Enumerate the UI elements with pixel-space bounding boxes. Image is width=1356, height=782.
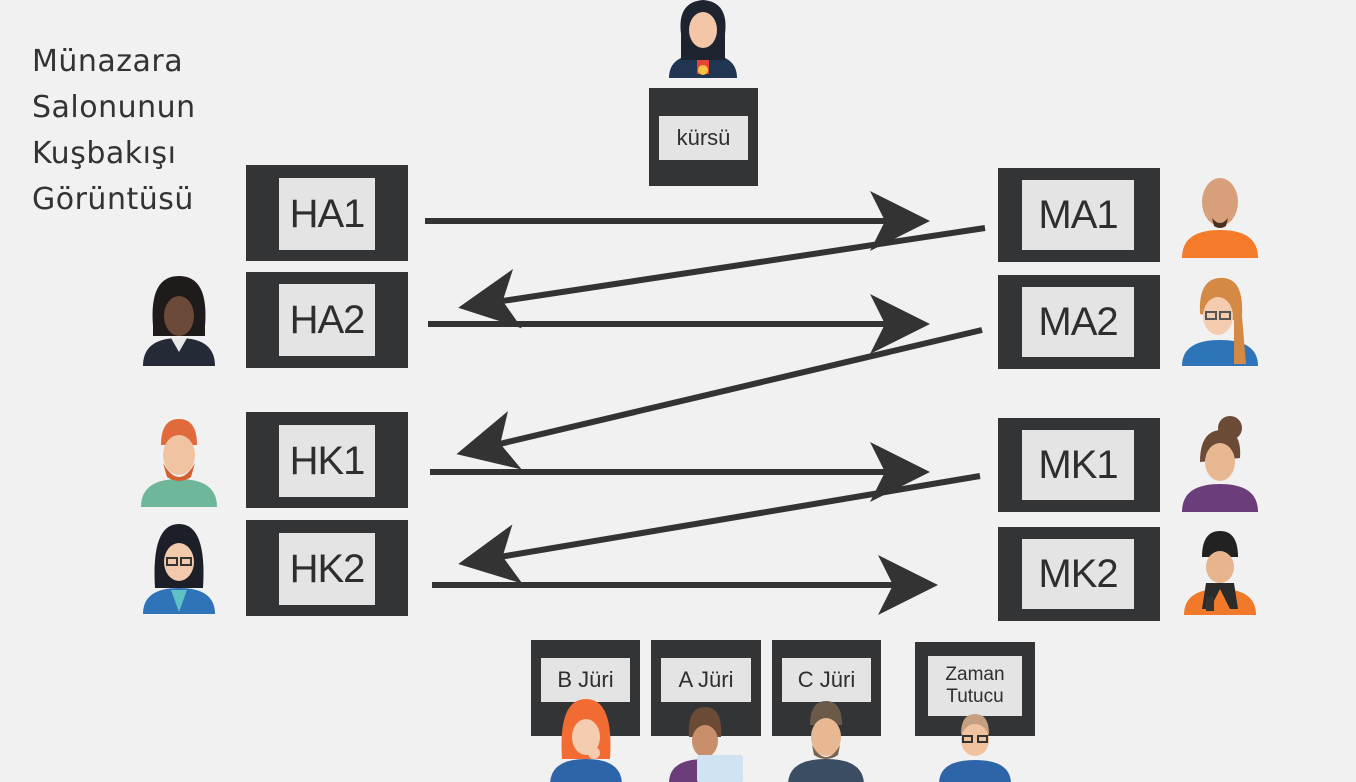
seat-ma2-label: MA2	[1022, 287, 1134, 357]
podium-label: kürsü	[659, 116, 748, 160]
avatar-ma2	[1182, 277, 1258, 366]
jury-c-label: C Jüri	[782, 658, 871, 702]
avatar-jury-b	[550, 699, 622, 782]
seat-hk1-label: HK1	[279, 425, 375, 497]
seat-ha1: HA1	[246, 165, 408, 261]
podium: kürsü	[649, 88, 758, 186]
seat-ha1-label: HA1	[279, 178, 375, 250]
avatar-mk2	[1184, 531, 1256, 615]
title-line-3: Kuşbakışı	[32, 136, 177, 171]
avatar-ha2	[143, 276, 215, 366]
avatar-jury-a	[669, 707, 743, 782]
jury-b-label: B Jüri	[541, 658, 630, 702]
title-line-2: Salonunun	[32, 90, 196, 125]
seat-ha2: HA2	[246, 272, 408, 368]
avatar-speaker	[669, 0, 737, 78]
avatar-timekeeper	[939, 714, 1011, 782]
timekeeper-line-2: Tutucu	[946, 686, 1004, 707]
arrow-mk1-to-hk2	[458, 473, 981, 584]
avatar-hk2	[143, 524, 215, 614]
seat-ha2-label: HA2	[279, 284, 375, 356]
jury-a-label: A Jüri	[661, 658, 751, 702]
avatar-hk1	[141, 419, 217, 507]
seat-mk1-label: MK1	[1022, 430, 1134, 500]
seat-mk2-label: MK2	[1022, 539, 1134, 609]
title-line-1: Münazara	[32, 44, 184, 79]
seat-ma1: MA1	[998, 168, 1160, 262]
avatar-ma1	[1182, 178, 1258, 258]
timekeeper-line-1: Zaman	[945, 664, 1005, 685]
seat-mk1: MK1	[998, 418, 1160, 512]
avatar-jury-c	[788, 701, 864, 782]
avatar-mk1	[1182, 416, 1258, 512]
seat-hk1: HK1	[246, 412, 408, 508]
seat-hk2-label: HK2	[279, 533, 375, 605]
desk-jury-b: B Jüri	[531, 640, 640, 736]
seat-ma1-label: MA1	[1022, 180, 1134, 250]
arrow-ma2-to-hk1	[456, 327, 983, 470]
timekeeper-label: Zaman Tutucu	[928, 656, 1022, 716]
arrow-ma1-to-ha2	[458, 225, 986, 329]
seat-hk2: HK2	[246, 520, 408, 616]
seat-ma2: MA2	[998, 275, 1160, 369]
desk-timekeeper: Zaman Tutucu	[915, 642, 1035, 736]
title-line-4: Görüntüsü	[32, 182, 194, 217]
seat-mk2: MK2	[998, 527, 1160, 621]
